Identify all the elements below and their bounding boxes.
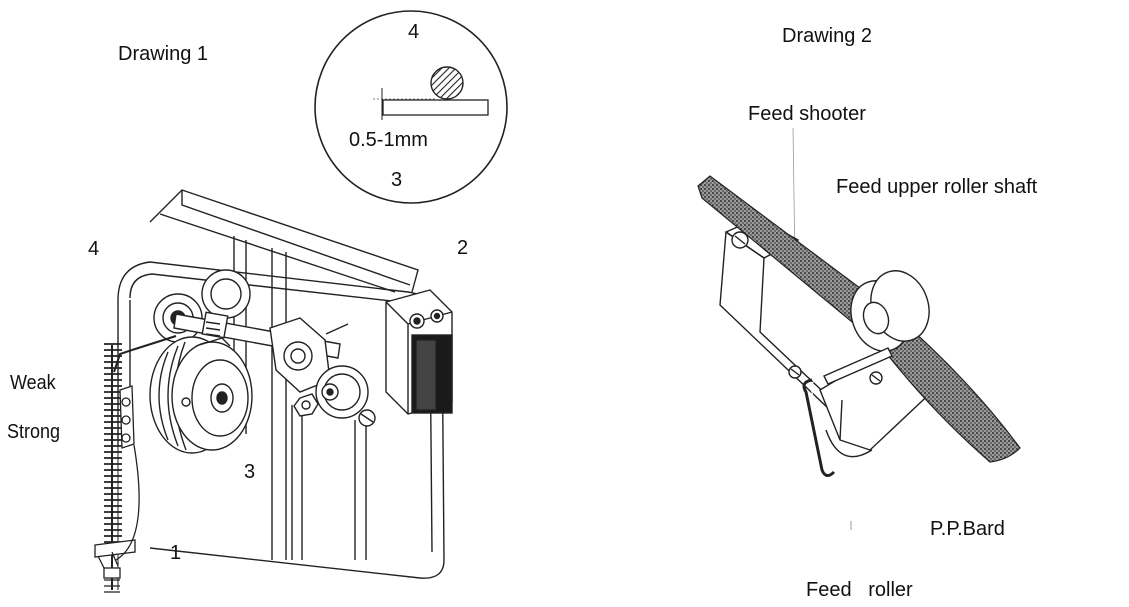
plate-cross-section <box>382 99 489 116</box>
feed-roller-label: Feed roller <box>806 579 913 601</box>
drawing-1-title: Drawing 1 <box>118 43 209 65</box>
feed-shooter-label: Feed shooter <box>748 103 866 125</box>
callout-1: 1 <box>170 542 182 564</box>
upper-roller-shaft-label: Feed upper roller shaft <box>836 176 1038 198</box>
pressure-pulley <box>149 336 253 454</box>
pp-band-label: P.P.Bard <box>930 518 1005 540</box>
spring-weak-label: Weak <box>10 372 56 394</box>
detail-gap-label: 0.5-1mm <box>349 129 428 151</box>
side-bracket-block <box>385 289 453 415</box>
drawing-2-title: Drawing 2 <box>782 25 873 47</box>
shaft-cross-section <box>430 66 464 100</box>
detail-number-4: 4 <box>408 21 420 43</box>
detail-magnifier <box>314 10 508 204</box>
eccentric-link <box>269 317 376 427</box>
spring-strong-label: Strong <box>7 421 61 443</box>
detail-number-3: 3 <box>391 169 403 191</box>
callout-4: 4 <box>88 238 100 260</box>
callout-2: 2 <box>457 237 469 259</box>
callout-3: 3 <box>244 461 256 483</box>
drawing-2-illustration <box>697 127 1021 530</box>
pressure-adjust-spring <box>94 335 177 593</box>
